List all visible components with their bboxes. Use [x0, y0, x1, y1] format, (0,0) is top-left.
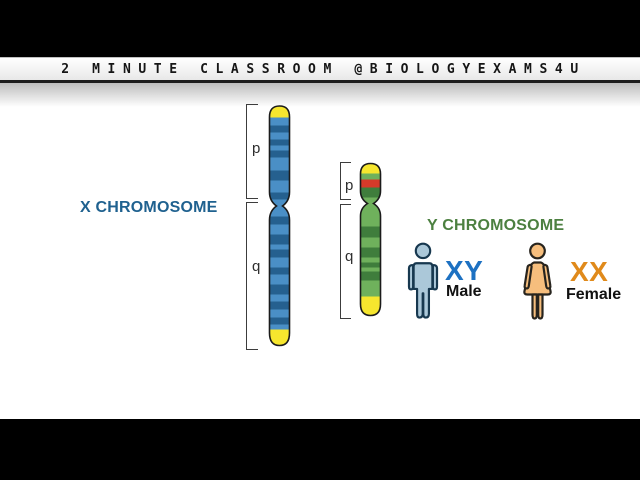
x-q-arm-label: q	[252, 258, 261, 275]
female-figure-icon	[523, 242, 552, 320]
male-karyotype: XY	[445, 255, 484, 286]
x-chromosome-ideogram	[268, 105, 291, 347]
female-karyotype: XX	[570, 256, 609, 287]
x-chromosome-outline	[268, 105, 291, 347]
female-figure-right-leg	[537, 293, 544, 320]
y-p-arm-bracket	[340, 162, 351, 200]
y-p-arm-label: p	[345, 177, 354, 194]
female-figure-right-arm	[542, 263, 552, 290]
male-figure-icon	[407, 242, 439, 319]
y-chromosome-ideogram	[359, 162, 382, 317]
y-q-arm-bracket	[340, 204, 351, 319]
x-p-arm-bracket	[246, 104, 258, 199]
x-q-arm-bracket	[246, 202, 258, 350]
letterbox-top	[0, 0, 640, 57]
female-figure-head	[529, 242, 546, 260]
male-figure-left-arm	[407, 263, 415, 291]
male-figure-right-arm	[431, 263, 439, 291]
y-q-arm-label: q	[345, 248, 354, 265]
male-figure-body	[412, 262, 434, 319]
letterbox-bottom	[0, 419, 640, 480]
male-figure-head	[414, 242, 432, 260]
x-chromosome-label: X CHROMOSOME	[80, 199, 218, 216]
female-label: Female	[566, 286, 622, 303]
y-chromosome-label: Y CHROMOSOME	[427, 217, 565, 234]
x-p-arm-label: p	[252, 140, 261, 157]
y-chromosome-outline	[359, 162, 382, 317]
female-figure-left-leg	[531, 293, 538, 320]
banner-shadow	[0, 83, 640, 107]
female-figure-left-arm	[523, 263, 533, 290]
banner-text: 2 MINUTE CLASSROOM @BIOLOGYEXAMS4U	[61, 61, 586, 77]
channel-banner: 2 MINUTE CLASSROOM @BIOLOGYEXAMS4U	[0, 57, 640, 83]
male-label: Male	[446, 283, 482, 300]
